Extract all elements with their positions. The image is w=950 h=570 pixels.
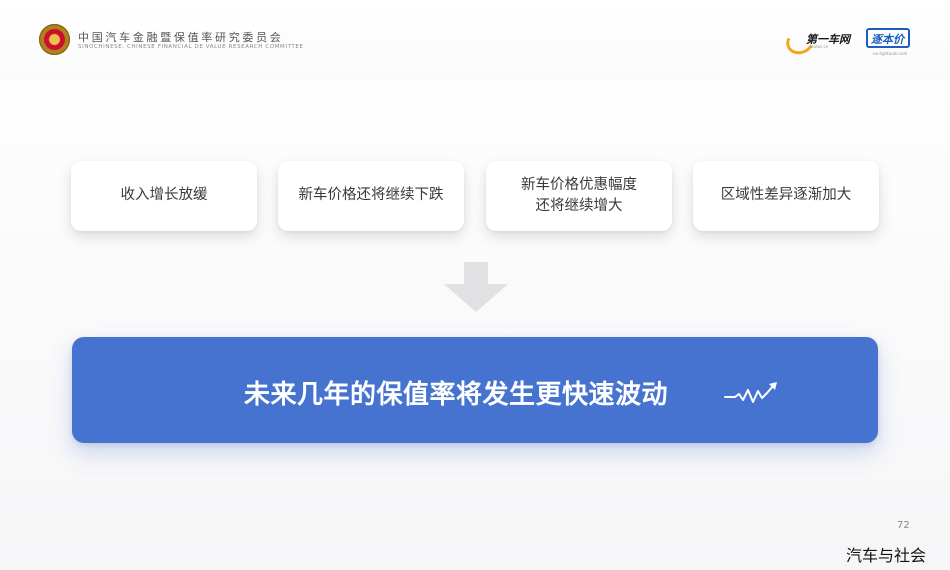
- conclusion-banner: 未来几年的保值率将发生更快速波动: [72, 337, 878, 443]
- partner-logo-text: 第一车网: [806, 33, 850, 46]
- factor-label: 收入增长放缓: [120, 187, 208, 204]
- factor-card-regional: 区域性差异逐渐加大: [693, 161, 879, 231]
- watermark-text: 汽车与社会: [846, 546, 927, 565]
- factor-card-income: 收入增长放缓: [71, 161, 257, 231]
- partner-logo-text: 逐本价: [871, 33, 904, 46]
- factor-label: 新车价格优惠幅度 还将继续增大: [521, 176, 637, 214]
- trend-wave-icon: [724, 382, 777, 403]
- partner-logo-price: 逐本价 sunlightauto.com: [866, 28, 910, 56]
- factor-card-discount: 新车价格优惠幅度 还将继续增大: [486, 161, 672, 231]
- partner-logo-sub: iautos.cn: [810, 44, 829, 49]
- slide-header: [0, 0, 950, 80]
- factor-label: 新车价格还将继续下跌: [298, 187, 444, 204]
- committee-emblem-icon: [39, 24, 70, 55]
- partner-logo-sub: sunlightauto.com: [872, 51, 908, 56]
- partner-logo-iautos: 第一车网 iautos.cn: [782, 25, 854, 59]
- factor-card-new-car-price: 新车价格还将继续下跌: [278, 161, 464, 231]
- org-name-en: SINOCHINESE, CHINESE FINANCIAL DE VALUE …: [78, 44, 304, 50]
- org-name-cn: 中国汽车金融暨保值率研究委员会: [78, 31, 284, 44]
- page-number: 72: [897, 520, 910, 531]
- factor-label: 区域性差异逐渐加大: [720, 187, 852, 204]
- down-arrow-icon: [444, 262, 508, 312]
- conclusion-text: 未来几年的保值率将发生更快速波动: [244, 380, 669, 410]
